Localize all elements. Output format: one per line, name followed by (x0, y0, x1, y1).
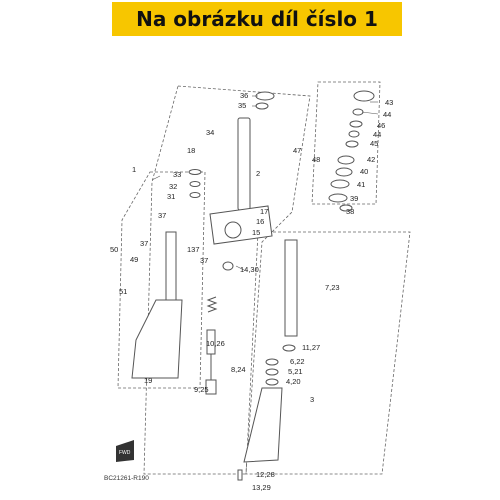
stem-boss (224, 221, 242, 239)
label-1: 1 (132, 165, 136, 174)
label-42: 42 (367, 155, 375, 164)
label-37-c: 37 (200, 256, 208, 265)
part-36 (255, 91, 275, 101)
part-labels: 36 35 34 18 33 32 31 1 2 47 48 17 16 15 … (110, 91, 393, 492)
label-43: 43 (385, 98, 393, 107)
label-48: 48 (312, 155, 320, 164)
label-45: 45 (370, 139, 378, 148)
label-31: 31 (167, 192, 175, 201)
label-10-26: 10,26 (206, 339, 225, 348)
label-2: 2 (256, 169, 260, 178)
outline-bearing-stack (311, 81, 381, 205)
left-fork-leg (131, 169, 202, 379)
label-44-a: 44 (383, 110, 391, 119)
part-31 (189, 192, 201, 198)
label-50: 50 (110, 245, 118, 254)
fwd-label: FWD (119, 450, 131, 456)
label-137: 137 (187, 245, 200, 254)
part-5-21 (265, 368, 279, 376)
label-33: 33 (173, 170, 181, 179)
part-32 (189, 181, 201, 187)
outline-left-assembly (143, 85, 311, 475)
right-fork-leg (237, 239, 298, 481)
leader-lines (151, 95, 379, 271)
label-4-20: 4,20 (286, 377, 301, 386)
label-8-24: 8,24 (231, 365, 246, 374)
label-41: 41 (357, 180, 365, 189)
part-4-20 (265, 378, 279, 386)
label-13-29: 13,29 (252, 483, 271, 492)
title-banner: Na obrázku díl číslo 1 (112, 2, 402, 36)
part-43 (353, 90, 375, 102)
part-45 (345, 140, 359, 148)
label-46: 46 (377, 121, 385, 130)
left-outer-tube (131, 299, 183, 379)
bearing-stack (328, 90, 375, 212)
part-44-b (348, 130, 360, 138)
spring (206, 296, 218, 313)
label-6-22: 6,22 (290, 357, 305, 366)
part-46 (349, 120, 363, 128)
label-44-b: 44 (373, 130, 381, 139)
part-33 (188, 169, 202, 175)
label-38: 38 (346, 207, 354, 216)
part-42 (337, 155, 355, 165)
label-32: 32 (169, 182, 177, 191)
part-7-23 (284, 239, 298, 337)
label-15: 15 (252, 228, 260, 237)
label-51: 51 (119, 287, 127, 296)
part-6-22 (265, 358, 279, 366)
part-40 (335, 167, 353, 177)
label-40: 40 (360, 167, 368, 176)
part-44-a (352, 108, 364, 116)
label-36: 36 (240, 91, 248, 100)
part-35 (255, 102, 269, 110)
part-41 (330, 179, 350, 189)
outline-right-leg (245, 231, 411, 475)
label-12-28: 12,28 (256, 470, 275, 479)
label-39: 39 (350, 194, 358, 203)
part-34 (237, 117, 251, 211)
part-14-30 (222, 261, 234, 271)
label-49: 49 (130, 255, 138, 264)
part-39 (328, 193, 348, 203)
label-37-a: 37 (158, 211, 166, 220)
label-18: 18 (187, 146, 195, 155)
label-37-b: 37 (140, 239, 148, 248)
label-3: 3 (310, 395, 314, 404)
lower-bracket (209, 205, 273, 245)
label-9-25: 9,25 (194, 385, 209, 394)
label-11-27: 11,27 (302, 343, 320, 352)
part-3-outer-tube (243, 387, 283, 463)
label-47: 47 (293, 146, 301, 155)
part-11-27 (282, 344, 296, 352)
diagram-code: BC21261-R190 (104, 475, 149, 482)
label-7-23: 7,23 (325, 283, 340, 292)
label-35: 35 (238, 101, 246, 110)
page-title: Na obrázku díl číslo 1 (136, 7, 378, 31)
steering-stem (209, 91, 275, 245)
center-damper (205, 261, 234, 395)
fwd-arrow-icon: FWD (116, 440, 134, 462)
label-34: 34 (206, 128, 214, 137)
label-16: 16 (256, 217, 264, 226)
label-5-21: 5,21 (288, 367, 303, 376)
part-38 (339, 204, 353, 212)
part-13-29 (237, 469, 243, 481)
label-17: 17 (260, 207, 268, 216)
label-19: 19 (144, 376, 152, 385)
label-14-30: 14,30 (240, 265, 259, 274)
part-9-25 (205, 379, 217, 395)
